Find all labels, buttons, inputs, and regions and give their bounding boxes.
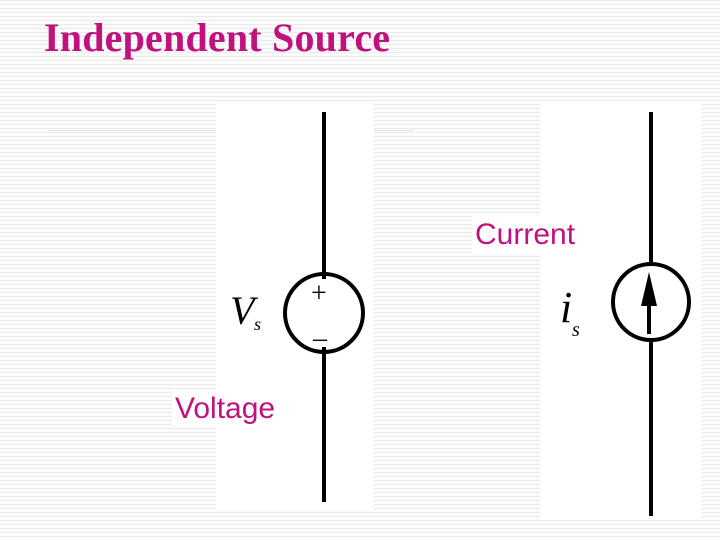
voltage-subscript: s bbox=[254, 314, 261, 334]
current-arrow-icon bbox=[641, 272, 657, 306]
current-label: Current bbox=[472, 216, 579, 254]
current-source: i s bbox=[560, 112, 691, 516]
divider-line bbox=[372, 130, 414, 131]
minus-sign: – bbox=[312, 323, 328, 354]
voltage-source: + – V s bbox=[230, 112, 365, 502]
current-source-panel bbox=[540, 104, 702, 520]
voltage-label: Voltage bbox=[172, 390, 279, 428]
plus-sign: + bbox=[311, 278, 327, 309]
slide-title: Independent Source bbox=[44, 15, 391, 60]
voltage-source-panel bbox=[216, 102, 374, 510]
divider-line bbox=[48, 130, 220, 131]
voltage-symbol: V bbox=[230, 288, 259, 333]
current-symbol: i bbox=[560, 283, 572, 332]
current-subscript: s bbox=[572, 319, 580, 341]
